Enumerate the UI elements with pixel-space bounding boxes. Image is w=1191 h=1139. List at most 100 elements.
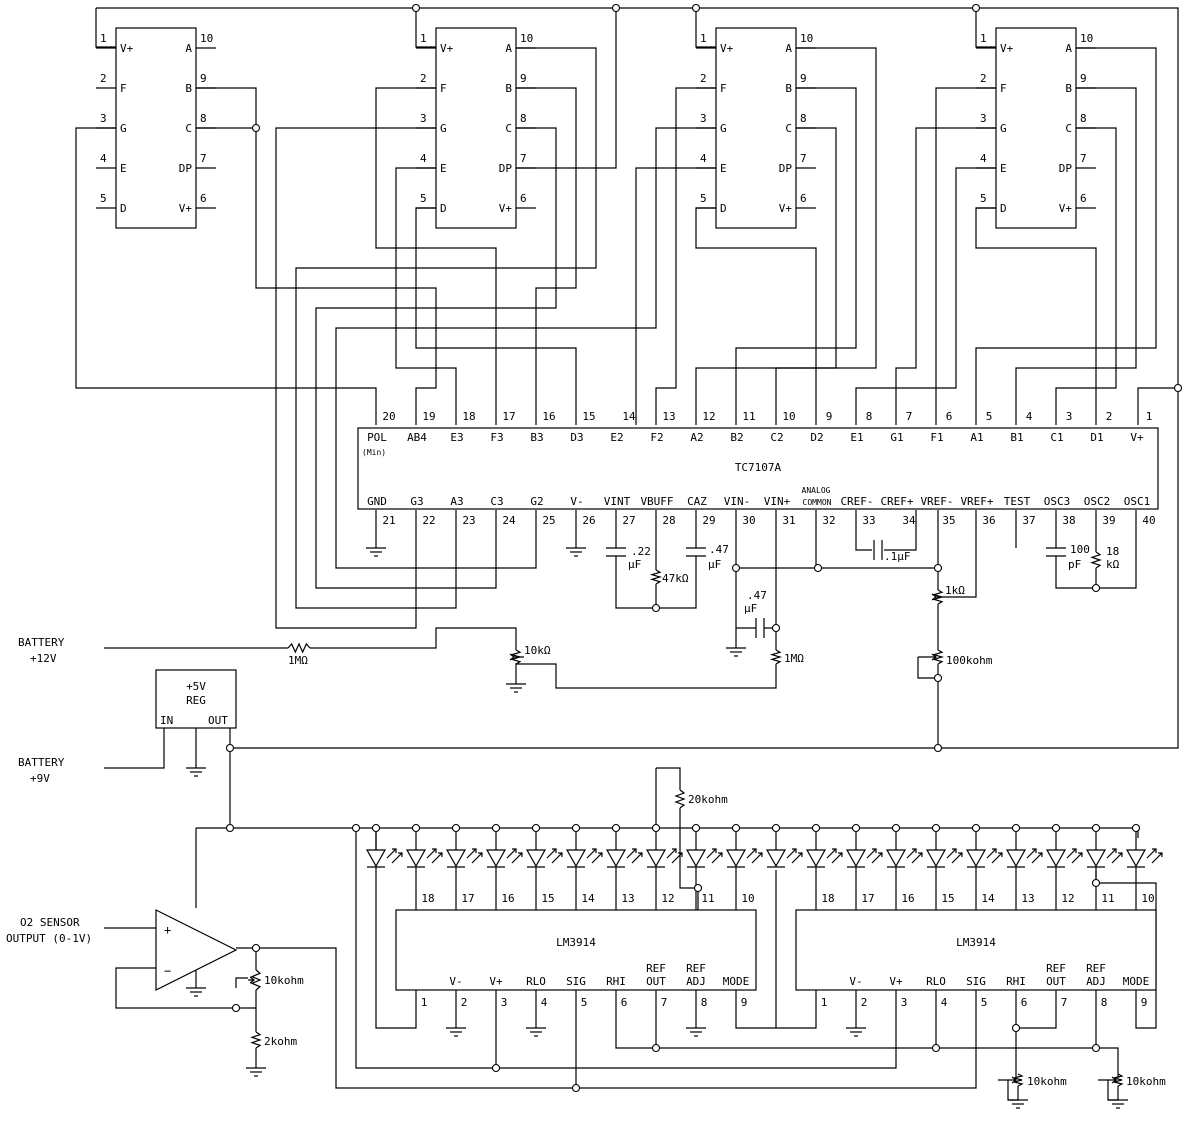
- junction-dot: [1173, 383, 1183, 393]
- display-pin-number: 4: [420, 152, 427, 165]
- tc7107-top-pin-number: 2: [1106, 410, 1113, 423]
- junction-dot: [771, 823, 781, 833]
- led-12: [805, 828, 843, 910]
- tc7107-top-pin-number: 14: [622, 410, 636, 423]
- junction-dot: [1091, 583, 1101, 593]
- tc7107-bottom-pin-number: 27: [622, 514, 635, 527]
- tc7107-bottom-pin-number: 28: [662, 514, 675, 527]
- pot-gain: [250, 969, 262, 991]
- lm3914-body: [795, 909, 1157, 991]
- tc7107-bottom-pin-number: 37: [1022, 514, 1035, 527]
- display-pin-number: 3: [100, 112, 107, 125]
- led-11: [765, 828, 803, 868]
- display-pin-number: 3: [980, 112, 987, 125]
- r-ref-value: 1kΩ: [945, 584, 965, 597]
- display-pin-number: 7: [520, 152, 527, 165]
- junction-dot: [1091, 878, 1101, 888]
- tc7107-bottom-pin-number: 31: [782, 514, 795, 527]
- display-pin-name: C: [185, 122, 192, 135]
- tc7107-bottom-pin-number: 23: [462, 514, 475, 527]
- display-pin-name: F: [120, 82, 127, 95]
- tc7107-top-pin-number: 5: [986, 410, 993, 423]
- tc7107-bottom-pin-label: V-: [570, 495, 583, 508]
- pot-100k-value: 100kohm: [946, 654, 993, 667]
- lm3914-bottom-pin-number: 6: [621, 996, 628, 1009]
- lm3914-name: LM3914: [956, 936, 996, 949]
- display-pin-name: D: [720, 202, 727, 215]
- led-arrows: [866, 848, 883, 864]
- led-arrows: [586, 848, 603, 864]
- junction-dot: [1091, 823, 1101, 833]
- lm3914-bottom-pin-number: 8: [1101, 996, 1108, 1009]
- display-pin-number: 2: [100, 72, 107, 85]
- display-pin-name: V+: [120, 42, 134, 55]
- display-pin-name: F: [440, 82, 447, 95]
- lm3914-top-pin-number: 17: [461, 892, 474, 905]
- display-pin-number: 5: [700, 192, 707, 205]
- display-pin-number: 10: [1080, 32, 1093, 45]
- tc7107-top-pin-number: 8: [866, 410, 873, 423]
- tc7107-top-pin-label: G1: [890, 431, 903, 444]
- led-13: [845, 828, 883, 910]
- led-triangle: [405, 849, 427, 868]
- led-arrows: [706, 848, 723, 864]
- tc7107-bottom-pin-label: VIN-: [724, 495, 751, 508]
- tc7107-top-pin-number: 3: [1066, 410, 1073, 423]
- junction-dot: [651, 1043, 661, 1053]
- led-triangle: [445, 849, 467, 868]
- led-triangle: [925, 849, 947, 868]
- r-ref-pot-wiper: [931, 593, 946, 601]
- led-2: [405, 828, 443, 910]
- tc7107-bottom-pin-label: G2: [530, 495, 543, 508]
- lm3914-pin-label: MODE: [723, 975, 750, 988]
- lm3914-top-pin-number: 16: [901, 892, 914, 905]
- display-pin-name: V+: [1059, 202, 1073, 215]
- display-pin-number: 7: [1080, 152, 1087, 165]
- display-pin-number: 4: [100, 152, 107, 165]
- lm3914-pin-label: RLO: [926, 975, 946, 988]
- junction-dot: [1051, 823, 1061, 833]
- lm3914-bottom-pin-number: 4: [541, 996, 548, 1009]
- tc7107-top-pin-number: 11: [742, 410, 755, 423]
- c-int-value: .22: [631, 545, 651, 558]
- junction-dot: [371, 823, 381, 833]
- junction-dot: [225, 743, 235, 753]
- pot-ref2-wiper: [1108, 1076, 1117, 1084]
- led-3: [445, 828, 483, 910]
- display-body: [715, 27, 797, 229]
- lm3914-top-pin-number: 18: [421, 892, 434, 905]
- display-pin-name: A: [785, 42, 792, 55]
- tc7107-body: [357, 427, 1159, 510]
- junction-dot: [931, 1043, 941, 1053]
- junction-dot: [251, 943, 261, 953]
- tc7107-bottom-pin-label: COMMON: [803, 498, 832, 507]
- lm3914-pin-label: ADJ: [686, 975, 706, 988]
- junction-dot: [611, 823, 621, 833]
- display-pin-name: B: [505, 82, 512, 95]
- c-osc-unit: pF: [1068, 558, 1081, 571]
- display-pin-number: 7: [800, 152, 807, 165]
- tc7107-name: TC7107A: [735, 461, 782, 474]
- tc7107-top-pin-number: 19: [422, 410, 435, 423]
- display-pin-number: 5: [100, 192, 107, 205]
- wiring: [75, 7, 1179, 1101]
- display-pin-number: 2: [980, 72, 987, 85]
- display-pin-number: 6: [520, 192, 527, 205]
- tc7107-top-pin-number: 20: [382, 410, 395, 423]
- display-pin-number: 3: [700, 112, 707, 125]
- tc7107-top-pin-label: B3: [530, 431, 543, 444]
- junction-dot: [813, 563, 823, 573]
- junction-dot: [491, 823, 501, 833]
- lm3914-top-pin-number: 16: [501, 892, 514, 905]
- lm3914-top-pin-number: 15: [941, 892, 954, 905]
- tc7107-top-pin-label: B1: [1010, 431, 1023, 444]
- display-pin-number: 5: [980, 192, 987, 205]
- led-arrows: [506, 848, 523, 864]
- tc7107-bottom-pin-label: VINT: [604, 495, 631, 508]
- display-pin-number: 1: [980, 32, 987, 45]
- lm3914-top-pin-number: 18: [821, 892, 834, 905]
- led-triangle: [965, 849, 987, 868]
- lm3914-pin-label: REF: [1046, 962, 1066, 975]
- c-int-unit: µF: [628, 558, 641, 571]
